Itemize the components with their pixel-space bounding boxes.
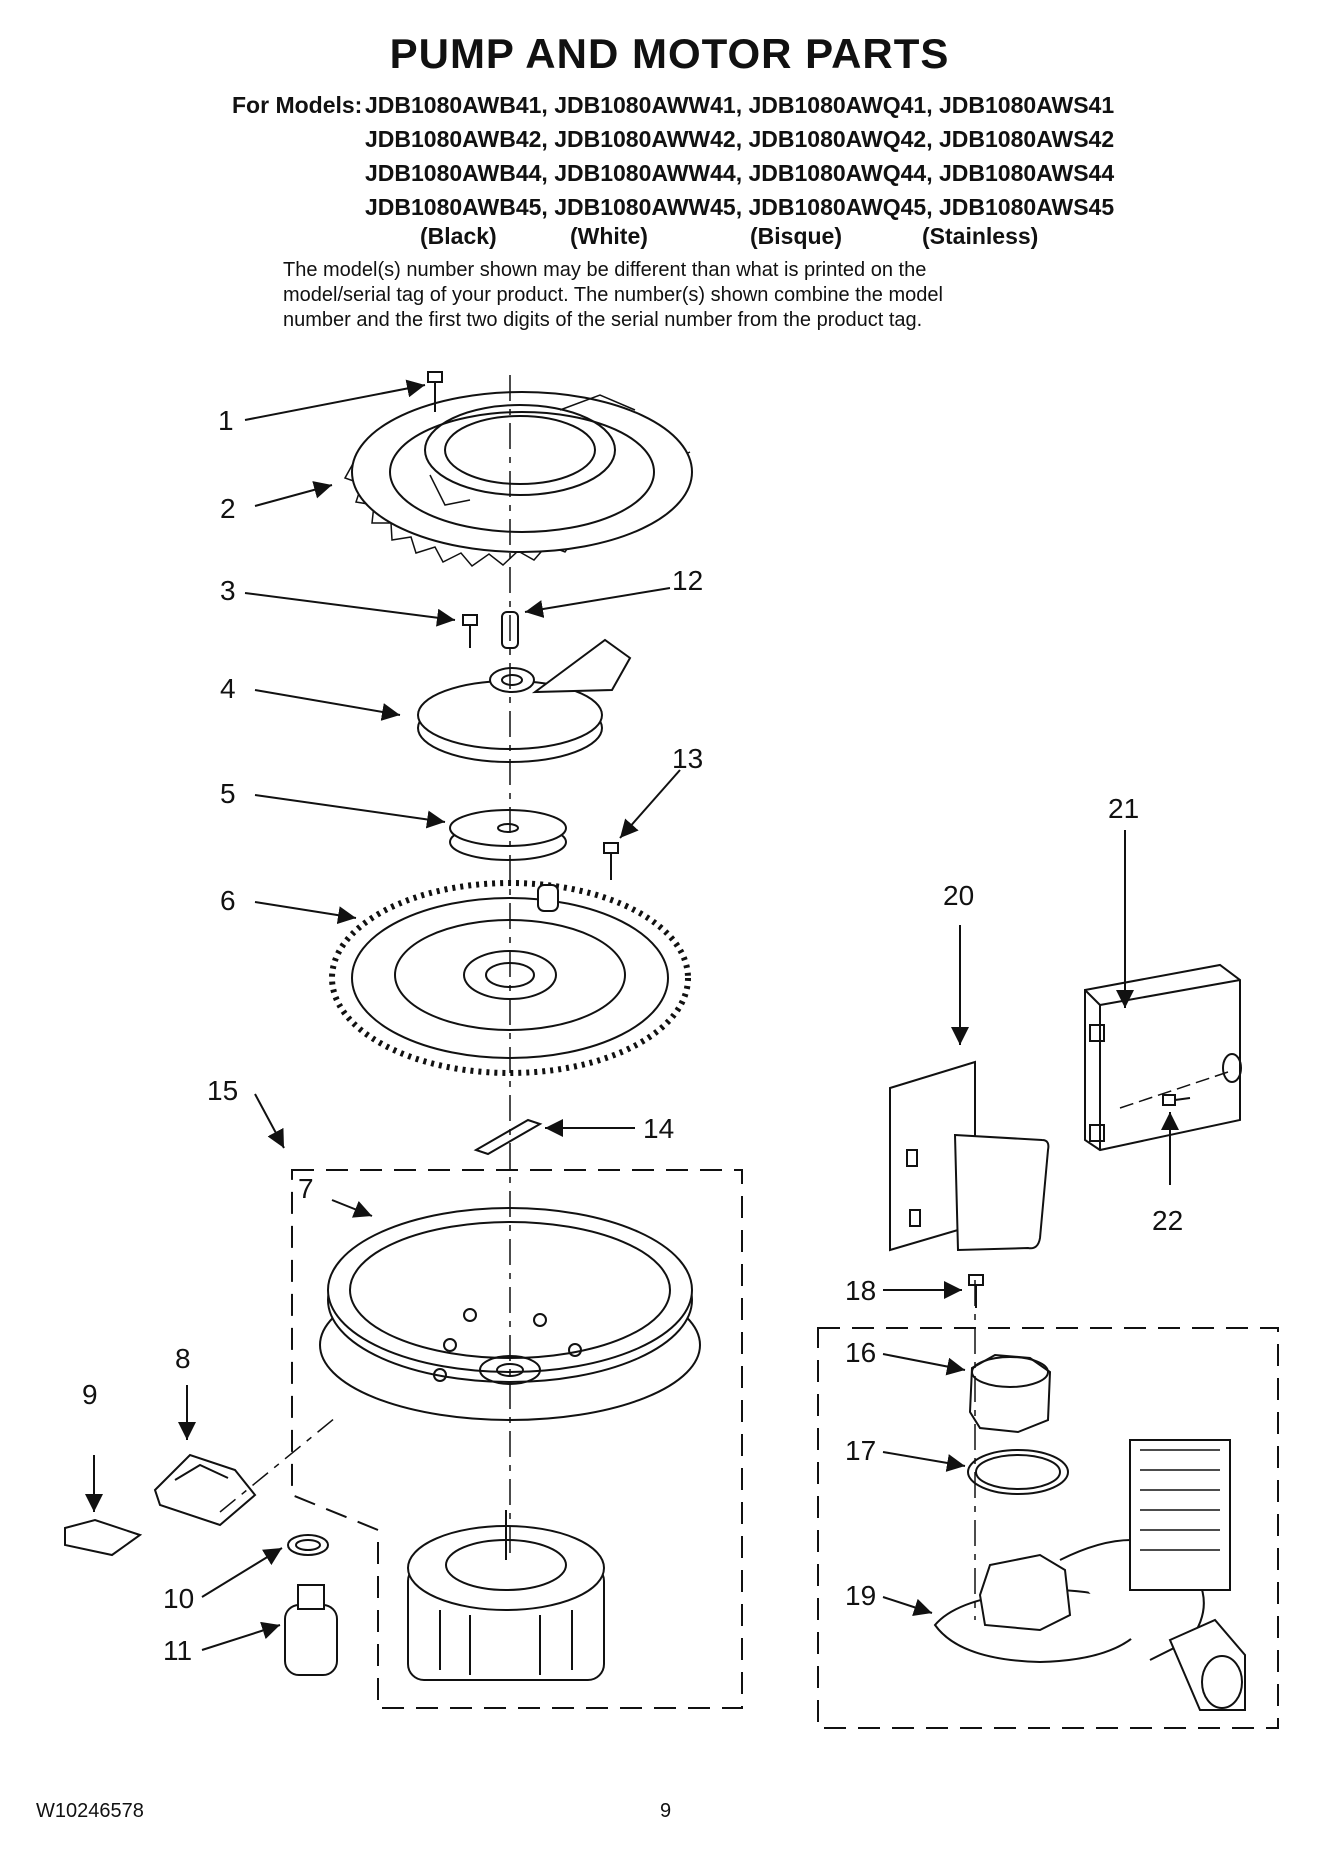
part-14-gasket bbox=[473, 1118, 543, 1156]
note-line-2: model/serial tag of your product. The nu… bbox=[283, 284, 943, 306]
callout-2: 2 bbox=[220, 493, 236, 524]
part-16-drain-cover bbox=[968, 1353, 1052, 1434]
callout-22: 22 bbox=[1152, 1205, 1183, 1236]
part-10-o-ring bbox=[287, 1534, 329, 1556]
finish-labels: (Black) (White) (Bisque) (Stainless) bbox=[420, 223, 1038, 250]
callout-20: 20 bbox=[943, 880, 974, 911]
callout-4: 4 bbox=[220, 673, 236, 704]
finish-black: (Black) bbox=[420, 223, 497, 249]
part-21-electrical-box bbox=[1084, 963, 1242, 1152]
part-22-screw bbox=[1162, 1094, 1191, 1106]
model-row-2: JDB1080AWB42, JDB1080AWW42, JDB1080AWQ42… bbox=[365, 126, 1115, 152]
callout-16: 16 bbox=[845, 1337, 876, 1368]
drain-pump-assembly-outline bbox=[817, 1327, 1279, 1729]
part-18-screw bbox=[968, 1274, 984, 1308]
callout-8: 8 bbox=[175, 1343, 191, 1374]
part-19-drain-pump bbox=[933, 1439, 1246, 1711]
callout-14: 14 bbox=[643, 1113, 674, 1144]
part-3-screw bbox=[462, 614, 478, 648]
finish-white: (White) bbox=[570, 223, 648, 249]
document-number: W10246578 bbox=[36, 1800, 144, 1822]
callout-15: 15 bbox=[207, 1075, 238, 1106]
page-title: PUMP AND MOTOR PARTS bbox=[389, 30, 950, 77]
part-1-screw bbox=[427, 371, 443, 412]
note-line-1: The model(s) number shown may be differe… bbox=[283, 259, 927, 281]
callout-7: 7 bbox=[298, 1173, 314, 1204]
page-number: 9 bbox=[660, 1800, 672, 1822]
callout-3: 3 bbox=[220, 575, 236, 606]
part-8-bracket bbox=[153, 1453, 257, 1527]
note-line-3: number and the first two digits of the s… bbox=[283, 309, 923, 331]
model-list: For Models:JDB1080AWB41, JDB1080AWW41, J… bbox=[232, 88, 1114, 224]
models-prefix: For Models: bbox=[232, 92, 363, 118]
part-20-mounting-bracket bbox=[889, 1060, 1050, 1252]
callout-19: 19 bbox=[845, 1580, 876, 1611]
callout-12: 12 bbox=[672, 565, 703, 596]
callout-17: 17 bbox=[845, 1435, 876, 1466]
part-5-impeller bbox=[449, 809, 567, 861]
callout-13: 13 bbox=[672, 743, 703, 774]
model-row-3: JDB1080AWB44, JDB1080AWW44, JDB1080AWQ44… bbox=[365, 160, 1115, 186]
callout-18: 18 bbox=[845, 1275, 876, 1306]
part-4-pump-housing bbox=[417, 638, 632, 763]
model-number-note: The model(s) number shown may be differe… bbox=[283, 258, 1113, 333]
finish-stainless: (Stainless) bbox=[922, 223, 1039, 249]
callout-1: 1 bbox=[218, 405, 234, 436]
model-row-1: JDB1080AWB41, JDB1080AWW41, JDB1080AWQ41… bbox=[365, 92, 1115, 118]
callout-21: 21 bbox=[1108, 793, 1139, 824]
callout-5: 5 bbox=[220, 778, 236, 809]
callout-9: 9 bbox=[82, 1379, 98, 1410]
finish-bisque: (Bisque) bbox=[750, 223, 842, 249]
model-row-4: JDB1080AWB45, JDB1080AWW45, JDB1080AWQ45… bbox=[365, 194, 1115, 220]
part-6-pump-cover bbox=[329, 880, 691, 1076]
part-13-screw bbox=[603, 842, 619, 880]
assembly-15-outline bbox=[291, 1169, 743, 1709]
part-11-sensor bbox=[284, 1584, 338, 1676]
part-17-o-ring bbox=[967, 1449, 1069, 1495]
callout-11: 11 bbox=[163, 1635, 192, 1666]
callout-6: 6 bbox=[220, 885, 236, 916]
callout-10: 10 bbox=[163, 1583, 194, 1614]
wash-motor bbox=[407, 1510, 605, 1681]
part-9-clip bbox=[64, 1518, 143, 1557]
part-2-sprayer-manifold bbox=[343, 391, 693, 568]
